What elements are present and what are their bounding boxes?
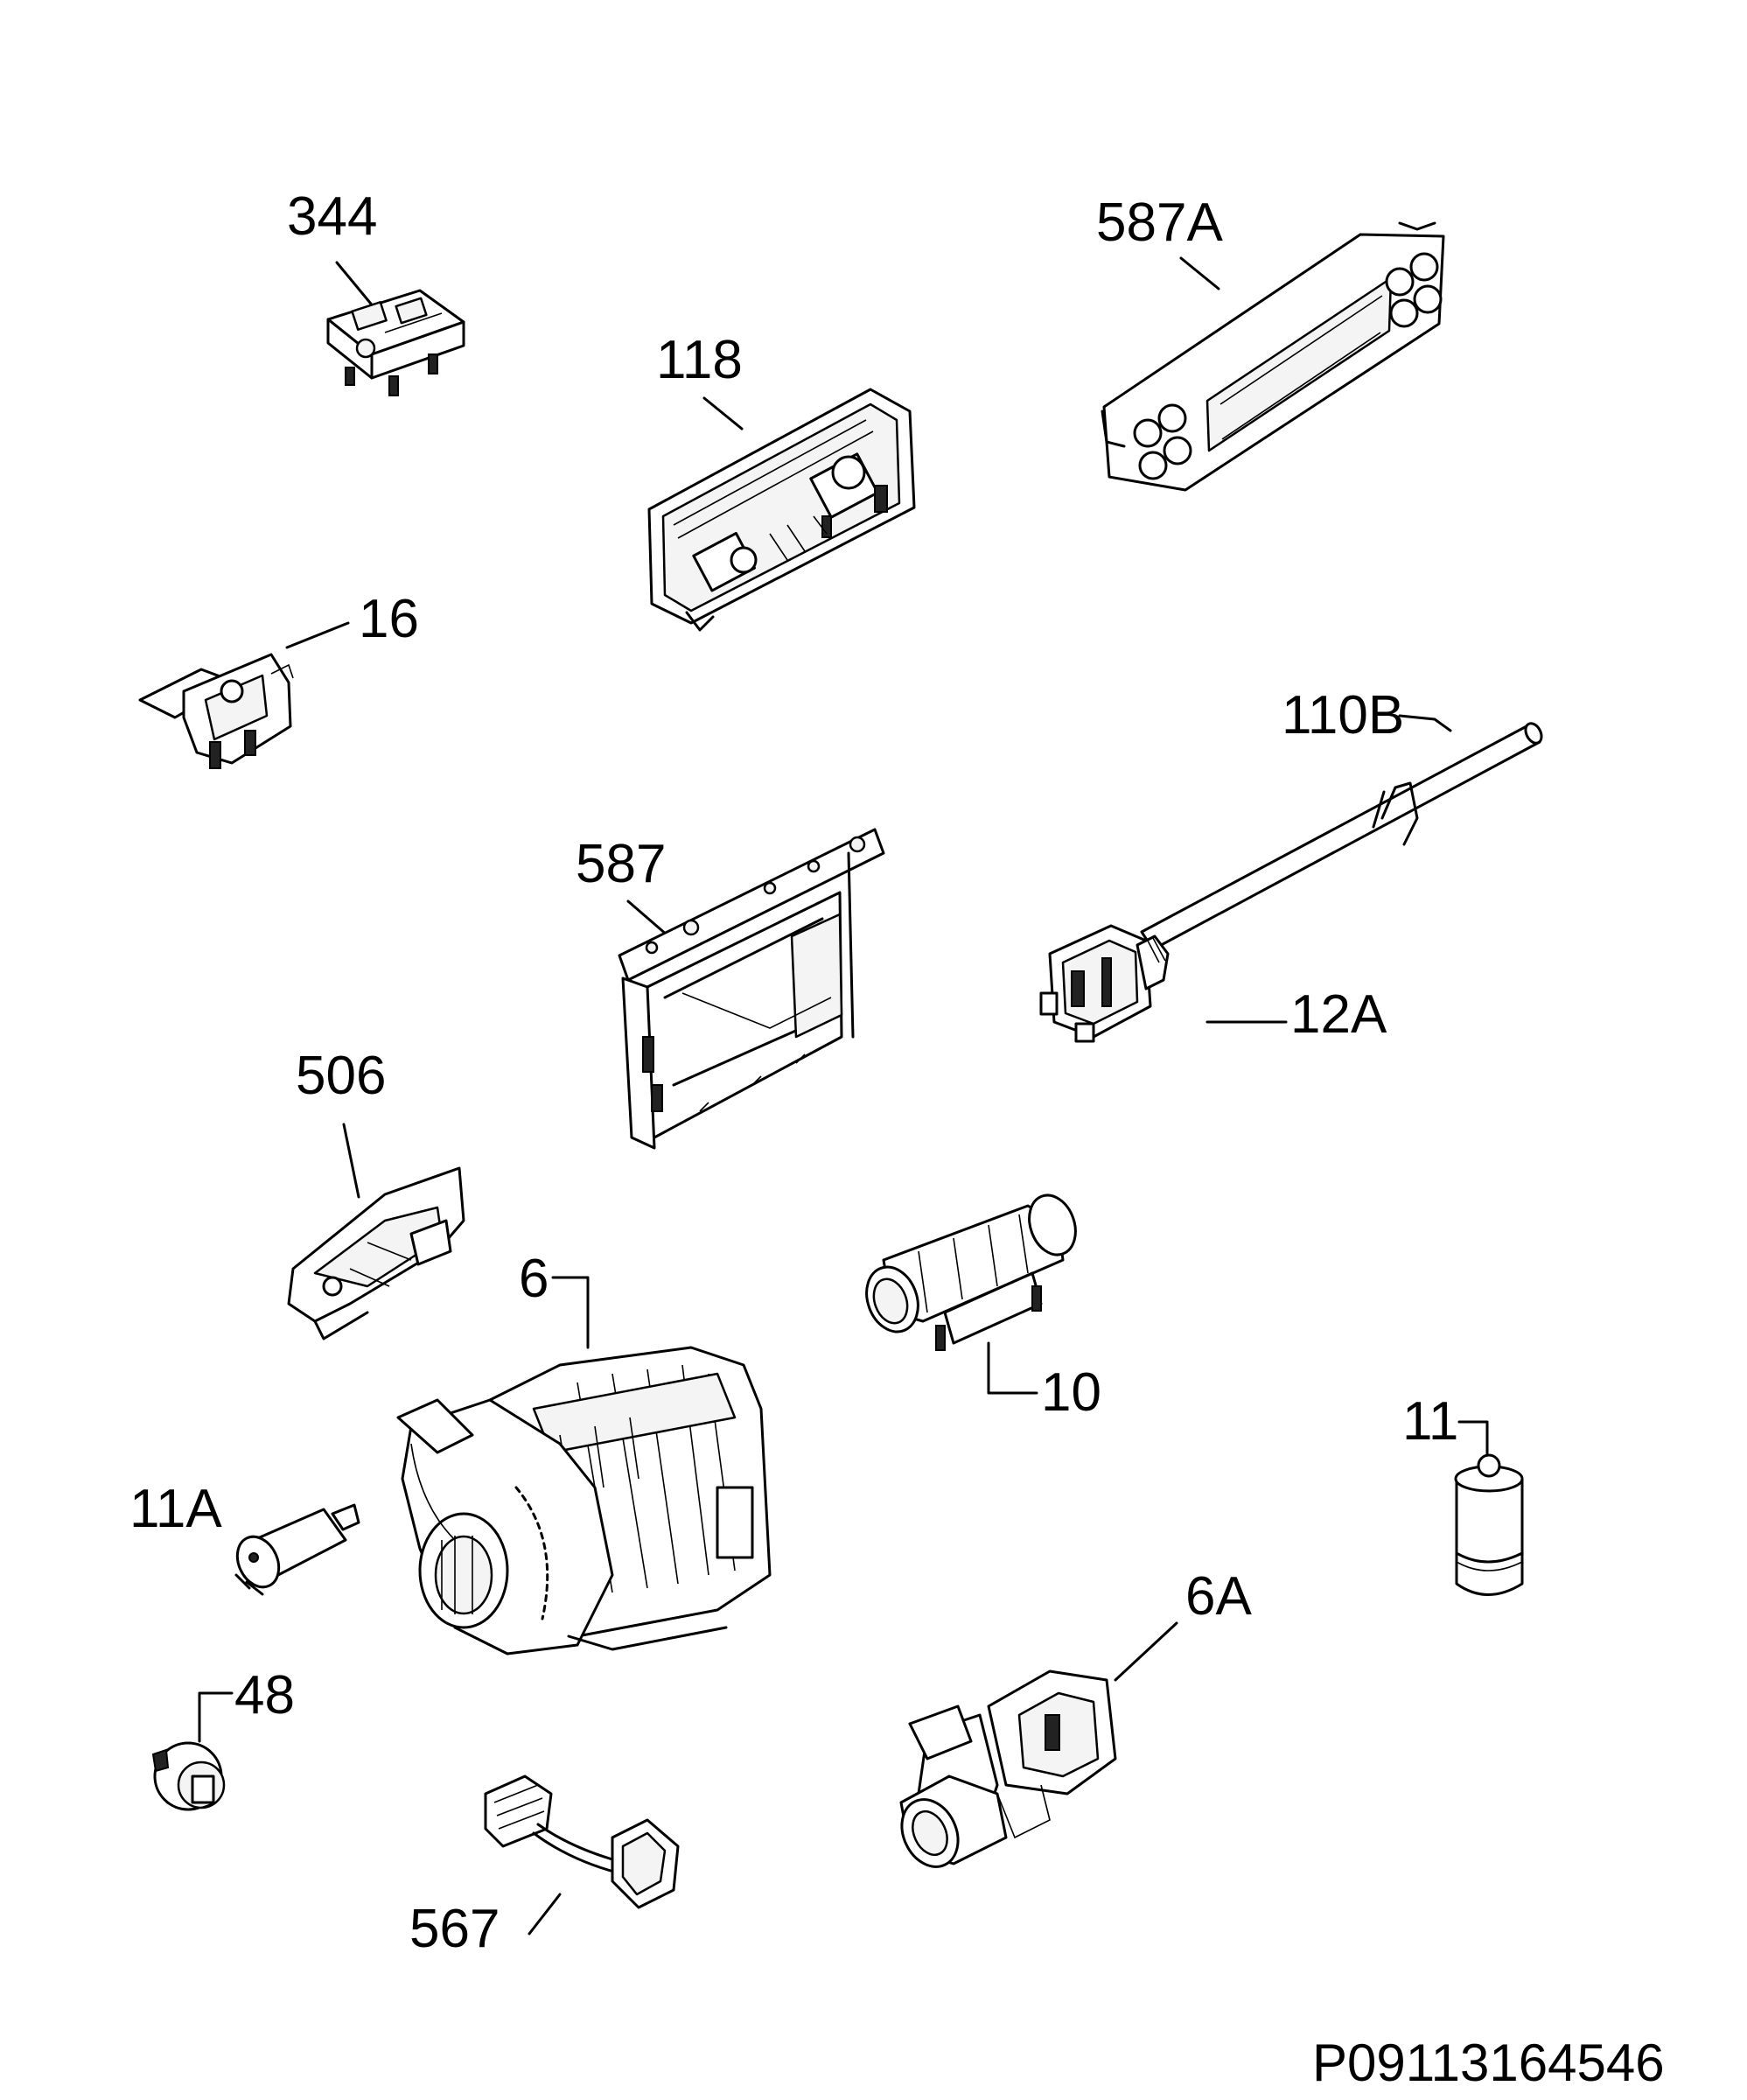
part-drawing-16 <box>138 653 294 769</box>
part-label-6: 6 <box>519 1249 549 1309</box>
part-11A[interactable]: 11A <box>129 1479 360 1596</box>
part-drawing-506 <box>287 1166 465 1340</box>
drawing-code: P09113164546 <box>1312 2034 1665 2092</box>
part-label-16: 16 <box>359 589 419 649</box>
part-110B[interactable]: 110B <box>1140 685 1545 951</box>
part-label-11: 11 <box>1402 1391 1458 1452</box>
part-118[interactable]: 118 <box>647 330 916 632</box>
leader-line-587A <box>1179 256 1220 290</box>
leader-line-567 <box>528 1893 562 1936</box>
part-587[interactable]: 587 <box>576 828 885 1150</box>
part-drawing-344 <box>326 289 465 396</box>
part-16[interactable]: 16 <box>138 589 419 769</box>
part-label-344: 344 <box>287 186 377 247</box>
part-drawing-587A <box>1101 221 1445 492</box>
part-drawing-6A <box>899 1670 1117 1868</box>
part-587A[interactable]: 587A <box>1096 192 1445 492</box>
part-drawing-10 <box>865 1194 1077 1351</box>
part-48[interactable]: 48 <box>151 1665 295 1811</box>
part-label-11A: 11A <box>129 1479 222 1539</box>
part-drawing-12A <box>1039 924 1170 1043</box>
leader-line-16 <box>285 621 350 649</box>
part-6A[interactable]: 6A <box>891 1566 1253 1876</box>
leader-line-118 <box>702 396 744 430</box>
part-drawing-48 <box>151 1741 226 1811</box>
leader-line-6A <box>1114 1621 1178 1682</box>
leader-line-110B <box>1398 714 1452 732</box>
part-567[interactable]: 567 <box>409 1774 680 1959</box>
part-506[interactable]: 506 <box>287 1046 465 1340</box>
part-6[interactable]: 6 <box>396 1249 772 1656</box>
part-drawing-118 <box>647 388 916 632</box>
part-344[interactable]: 344 <box>287 186 465 396</box>
part-label-12A: 12A <box>1290 984 1387 1045</box>
leader-line-506 <box>342 1123 360 1199</box>
leader-line-11 <box>1457 1420 1489 1459</box>
part-drawing-6 <box>396 1346 772 1656</box>
part-10[interactable]: 10 <box>858 1189 1101 1423</box>
part-label-10: 10 <box>1041 1362 1101 1423</box>
leader-line-10 <box>987 1341 1038 1395</box>
part-label-48: 48 <box>234 1665 295 1726</box>
part-label-587: 587 <box>576 834 666 894</box>
part-drawing-11 <box>1454 1453 1524 1596</box>
part-label-118: 118 <box>656 330 743 390</box>
part-drawing-110B <box>1140 722 1543 951</box>
leader-line-344 <box>335 261 376 310</box>
part-label-567: 567 <box>409 1899 500 1959</box>
part-label-506: 506 <box>296 1046 386 1106</box>
part-drawing-567 <box>484 1774 680 1909</box>
part-drawing-587 <box>618 828 885 1150</box>
part-12A[interactable]: 12A <box>1039 924 1387 1045</box>
leader-line-6 <box>551 1276 590 1349</box>
leader-line-48 <box>198 1691 234 1743</box>
part-label-110B: 110B <box>1282 685 1404 746</box>
part-drawing-11A <box>234 1503 360 1596</box>
part-11[interactable]: 11 <box>1402 1391 1524 1596</box>
part-label-587A: 587A <box>1096 192 1223 253</box>
part-label-6A: 6A <box>1185 1566 1252 1627</box>
